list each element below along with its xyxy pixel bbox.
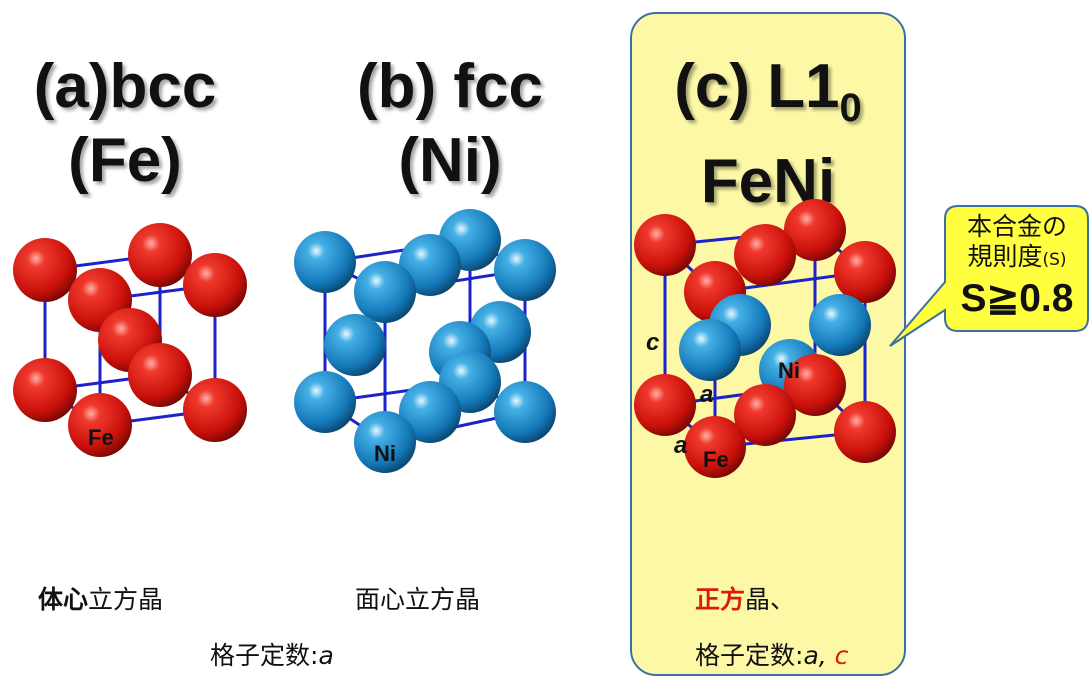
ni-atom-labeled <box>354 411 416 473</box>
ni-atom <box>399 381 461 443</box>
fe-atom <box>128 223 192 287</box>
ni-label-c: Ni <box>778 358 800 383</box>
ni-atom <box>494 239 556 301</box>
fe-atom <box>13 238 77 302</box>
fe-atom <box>634 374 696 436</box>
fe-atom <box>734 384 796 446</box>
fe-atom <box>784 354 846 416</box>
fe-atom <box>734 224 796 286</box>
l10-atoms: Ni Fe c a a <box>634 199 896 478</box>
ni-atom <box>294 231 356 293</box>
title-c-subscript: 0 <box>839 86 862 130</box>
callout-line-2: 規則度(S) <box>967 242 1067 271</box>
fe-atom <box>634 214 696 276</box>
fe-atom-labeled <box>684 416 746 478</box>
ni-atom <box>399 234 461 296</box>
caption-c: 正方晶、 <box>695 580 795 616</box>
lattice-a-label-2: a <box>674 432 687 459</box>
fe-atom <box>183 378 247 442</box>
lattice-c-label: c <box>646 329 659 356</box>
fe-atom <box>13 358 77 422</box>
title-b-element: (Ni) <box>398 126 502 195</box>
title-a-element: (Fe) <box>68 126 182 195</box>
ni-atom <box>809 294 871 356</box>
fcc-atoms: Ni <box>294 209 556 473</box>
fe-atom <box>834 241 896 303</box>
ni-atom <box>294 371 356 433</box>
callout-text: 本合金の 規則度(S) S≧0.8 <box>946 212 1088 323</box>
title-a-label: (a)bcc <box>33 52 217 121</box>
lattice-a-label-1: a <box>700 381 713 408</box>
title-c-label: (c) L10 <box>674 52 862 130</box>
fe-atom <box>128 343 192 407</box>
caption-c-red: 正方 <box>695 585 746 614</box>
callout-value: S≧0.8 <box>960 277 1074 320</box>
title-a: (a)bcc (Fe) <box>20 50 230 198</box>
ni-atom <box>354 261 416 323</box>
fe-label-c: Fe <box>703 447 729 472</box>
callout-bubble <box>889 205 1089 347</box>
fe-atom <box>183 253 247 317</box>
fe-atom-labeled <box>68 393 132 457</box>
fe-label-a: Fe <box>88 425 114 450</box>
caption-lattice-c: 格子定数:a, c <box>695 641 849 670</box>
caption-a-bold: 体心 <box>38 585 89 614</box>
caption-a: 体心立方晶 <box>38 580 163 616</box>
caption-lattice-a: 格子定数:a <box>210 641 334 670</box>
fe-atom <box>784 199 846 261</box>
title-c: (c) L10 FeNi <box>650 50 886 219</box>
caption-b: 面心立方晶 <box>355 585 481 614</box>
title-b: (b) fcc (Ni) <box>330 50 570 198</box>
caption-a-rest: 立方晶 <box>88 585 164 614</box>
bcc-atoms: Fe <box>13 223 247 457</box>
ni-atom <box>494 381 556 443</box>
ni-atom <box>324 314 386 376</box>
callout-line-1: 本合金の <box>966 212 1067 241</box>
fe-atom <box>834 401 896 463</box>
ni-atom <box>679 319 741 381</box>
caption-c-rest: 晶、 <box>745 585 796 614</box>
title-b-label: (b) fcc <box>357 52 543 121</box>
ni-label-b: Ni <box>374 441 396 466</box>
